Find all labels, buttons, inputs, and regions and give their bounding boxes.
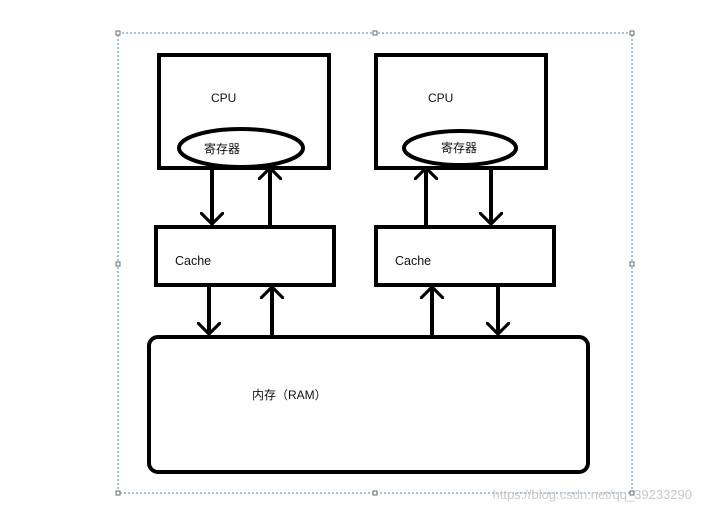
watermark-text: https://blog.csdn.net/qq_39233290 [493, 487, 693, 502]
cpu-left-label: CPU [211, 91, 236, 105]
cache-right-box: Cache [374, 225, 556, 287]
resize-handle-bottom[interactable] [372, 490, 378, 496]
register-left-ellipse: 寄存器 [177, 127, 305, 169]
resize-handle-top-right[interactable] [629, 30, 635, 36]
resize-handle-right[interactable] [629, 261, 635, 267]
resize-handle-bottom-right[interactable] [629, 490, 635, 496]
cache-left-box: Cache [154, 225, 336, 287]
memory-box: 内存（RAM） [147, 335, 590, 474]
resize-handle-top-left[interactable] [115, 30, 121, 36]
memory-label: 内存（RAM） [252, 388, 327, 402]
resize-handle-top[interactable] [372, 30, 378, 36]
register-right-ellipse: 寄存器 [402, 129, 518, 167]
register-left-label: 寄存器 [204, 141, 240, 156]
selection-frame[interactable] [115, 30, 635, 496]
register-right-label: 寄存器 [441, 140, 477, 155]
cpu-right-label: CPU [428, 91, 453, 105]
resize-handle-bottom-left[interactable] [115, 490, 121, 496]
resize-handle-left[interactable] [115, 261, 121, 267]
cache-left-label: Cache [175, 254, 211, 268]
cache-right-label: Cache [395, 254, 431, 268]
